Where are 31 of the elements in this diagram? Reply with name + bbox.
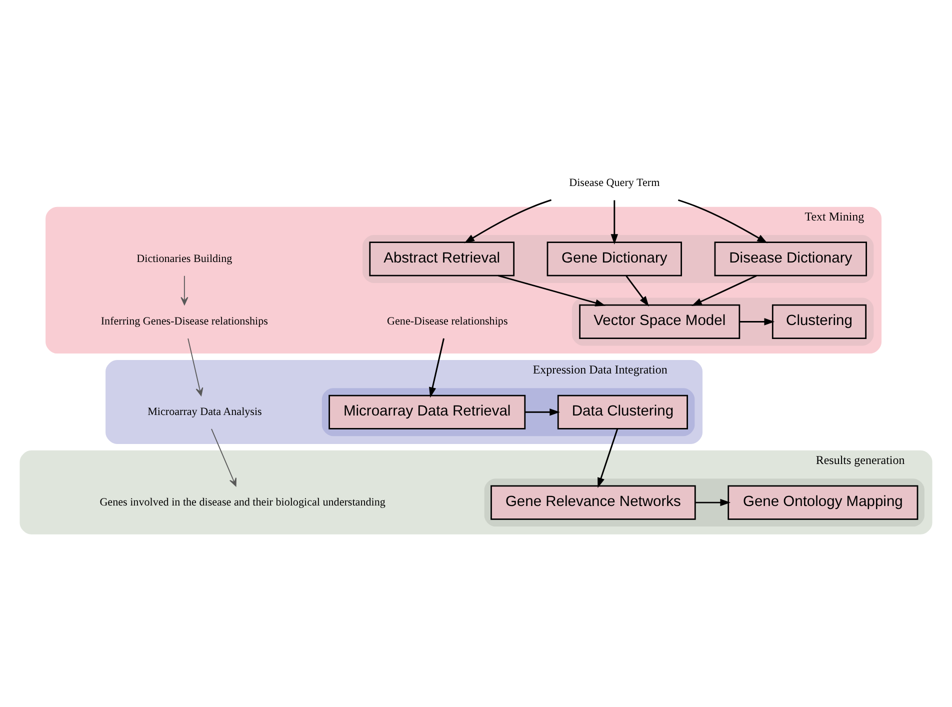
node-text: Disease Query Term [569, 176, 660, 189]
node-box: Data Clustering [557, 394, 688, 429]
arrow [464, 198, 552, 243]
node-text: Dictionaries Building [136, 252, 232, 264]
arrow [740, 318, 775, 325]
arrow [610, 200, 618, 244]
arrow [692, 274, 757, 306]
node-text: Gene-Disease relationships [387, 315, 508, 328]
node-box: Clustering [772, 304, 867, 338]
arrow [188, 338, 204, 396]
arrow [524, 408, 560, 416]
arrow [180, 274, 188, 305]
arrow [696, 498, 731, 506]
cluster [322, 388, 695, 436]
node-box: Gene Relevance Networks [490, 484, 696, 520]
node-box: Gene Dictionary [546, 241, 682, 276]
arrow [678, 198, 768, 243]
arrow [498, 274, 606, 306]
node-text: Microarray Data Analysis [148, 405, 262, 418]
node-text: Genes involved in the disease and their biological understanding [100, 496, 386, 508]
arrow [598, 428, 618, 488]
node-box: Vector Space Model [579, 304, 740, 338]
node-text: Inferring Genes-Disease relationships [100, 315, 268, 328]
node-box: Abstract Retrieval [369, 241, 515, 276]
arrow [626, 274, 649, 306]
node-box: Microarray Data Retrieval [328, 394, 526, 429]
node-box: Disease Dictionary [714, 241, 867, 276]
cluster [484, 478, 924, 526]
node-box: Gene Ontology Mapping [728, 484, 918, 520]
arrow [211, 428, 236, 486]
arrow [428, 338, 444, 398]
